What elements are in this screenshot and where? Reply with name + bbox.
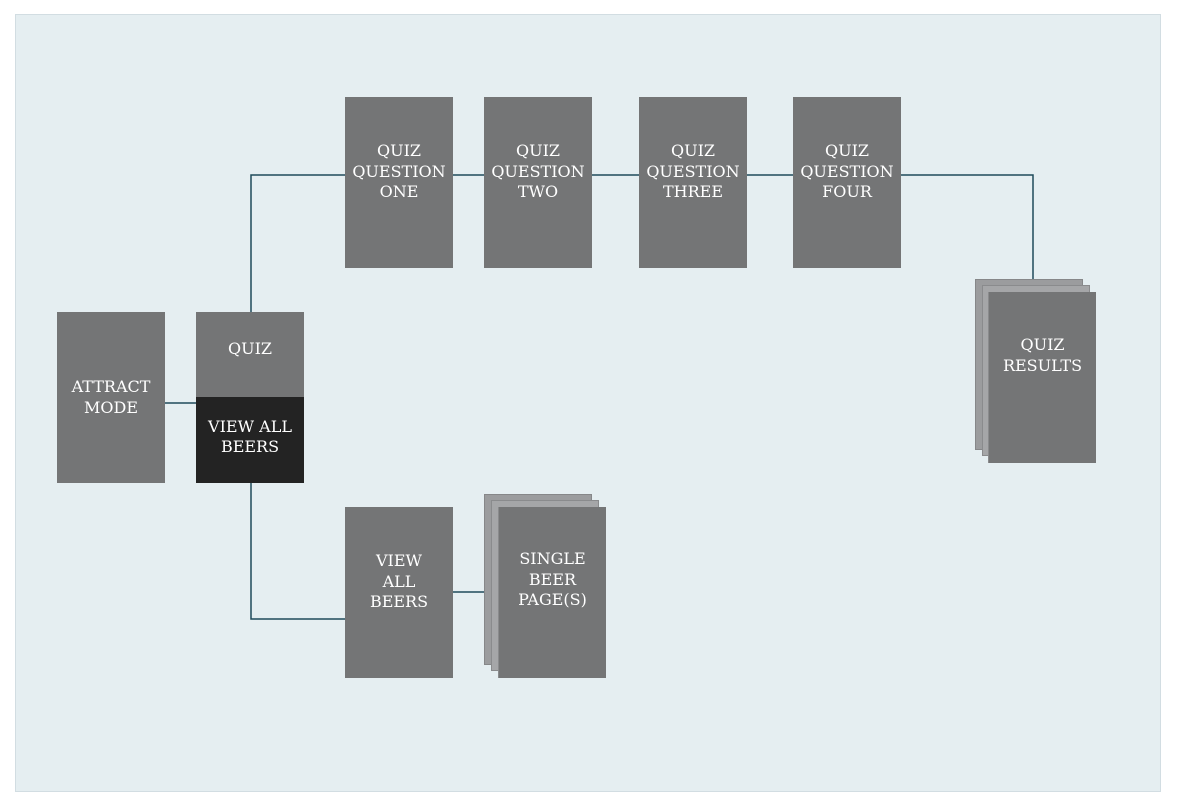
single-beer-pages-box[interactable]: SINGLE BEER PAGE(S) [498, 507, 606, 678]
view-all-beers-page-label-3: BEERS [369, 592, 429, 611]
quiz-question-three-label-2: QUESTION [646, 161, 740, 181]
quiz-menu-box[interactable]: QUIZ [196, 312, 304, 398]
connector-four-to-results [900, 174, 1034, 281]
quiz-results-box[interactable]: QUIZ RESULTS [988, 292, 1096, 463]
connector-view-all-to-page [250, 482, 345, 620]
quiz-question-four-label-3: FOUR [822, 182, 872, 201]
attract-mode-label-1: ATTRACT [71, 377, 151, 396]
quiz-question-four-box[interactable]: QUIZ QUESTION FOUR [793, 97, 901, 268]
quiz-question-one-label-3: ONE [379, 182, 419, 201]
quiz-question-one-box[interactable]: QUIZ QUESTION ONE [345, 97, 453, 268]
quiz-question-two-box[interactable]: QUIZ QUESTION TWO [484, 97, 592, 268]
view-all-beers-page-label-1: VIEW [376, 551, 422, 570]
quiz-question-two-label-3: TWO [517, 182, 559, 201]
quiz-question-four-label-2: QUESTION [800, 161, 894, 181]
single-beer-label-1: SINGLE [519, 549, 586, 568]
quiz-question-three-box[interactable]: QUIZ QUESTION THREE [639, 97, 747, 268]
quiz-question-four-label-1: QUIZ [824, 141, 870, 160]
quiz-results-label-1: QUIZ [1020, 335, 1065, 354]
quiz-menu-label: QUIZ [227, 338, 273, 358]
attract-mode-label-2: MODE [83, 397, 138, 417]
view-all-beers-menu-label-2: BEERS [220, 437, 280, 456]
attract-mode-box[interactable]: ATTRACT MODE [57, 312, 165, 483]
quiz-question-three-label-1: QUIZ [670, 141, 716, 160]
quiz-question-two-label-2: QUESTION [491, 161, 585, 181]
quiz-results-label-2: RESULTS [1002, 355, 1083, 375]
view-all-beers-page-label-2: ALL [382, 571, 416, 591]
view-all-beers-page-box[interactable]: VIEW ALL BEERS [345, 507, 453, 678]
quiz-question-one-label-2: QUESTION [352, 161, 446, 181]
connector-quiz-to-question-one [250, 174, 345, 312]
single-beer-label-3: PAGE(S) [518, 590, 587, 609]
single-beer-label-2: BEER [528, 569, 577, 589]
view-all-beers-menu-label-1: VIEW ALL [208, 416, 292, 436]
quiz-question-two-label-1: QUIZ [515, 141, 561, 160]
quiz-question-three-label-3: THREE [662, 182, 724, 201]
view-all-beers-menu-box[interactable]: VIEW ALL BEERS [196, 397, 304, 483]
quiz-question-one-label-1: QUIZ [376, 141, 422, 160]
